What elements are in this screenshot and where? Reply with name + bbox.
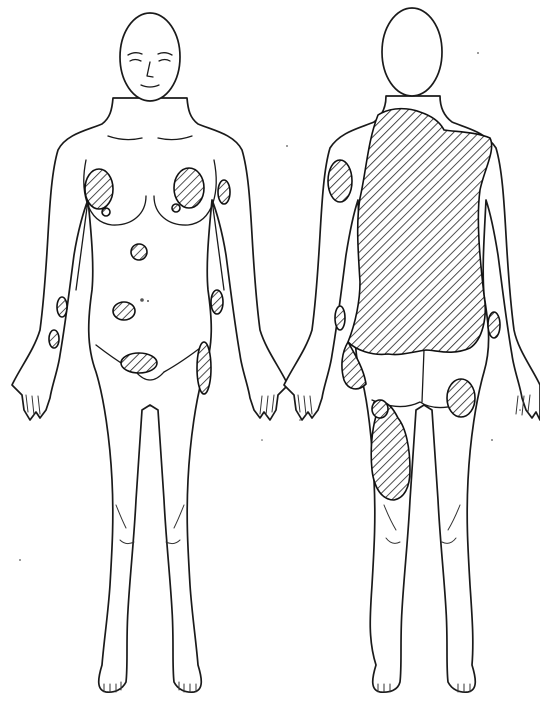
lesion-posterior-upper-back-and-trunk [348,109,492,355]
anterior-figure [12,13,288,692]
lesion-anterior-left-breast-satellite [172,204,180,212]
lesion-posterior-right-lower-back [488,312,500,338]
lesion-anterior-right-flank-upper [57,297,67,317]
anterior-head [120,13,180,101]
anterior-body-outline [12,98,288,692]
lesion-anterior-right-breast-satellite [102,208,110,216]
lesion-anterior-right-lateral-hip [197,342,211,394]
lesion-posterior-left-posterior-thigh-top [372,400,388,418]
lesion-posterior-right-buttock [447,379,475,417]
lesion-posterior-left-posterior-upper-arm [328,160,352,202]
lesion-anterior-left-flank [211,290,223,314]
lesion-anterior-left-breast [174,168,204,208]
posterior-head [382,8,442,96]
lesion-anterior-right-breast [85,169,113,209]
lesion-anterior-periumbilical [113,302,135,320]
lesion-anterior-right-flank-lower [49,330,59,348]
anterior-navel [140,298,144,302]
lesion-anterior-epigastrium [131,244,147,260]
lesion-posterior-left-lower-back [335,306,345,330]
lesion-anterior-upper-right-arm [218,180,230,204]
posterior-figure [284,8,540,692]
lesion-anterior-suprapubic [121,353,157,373]
